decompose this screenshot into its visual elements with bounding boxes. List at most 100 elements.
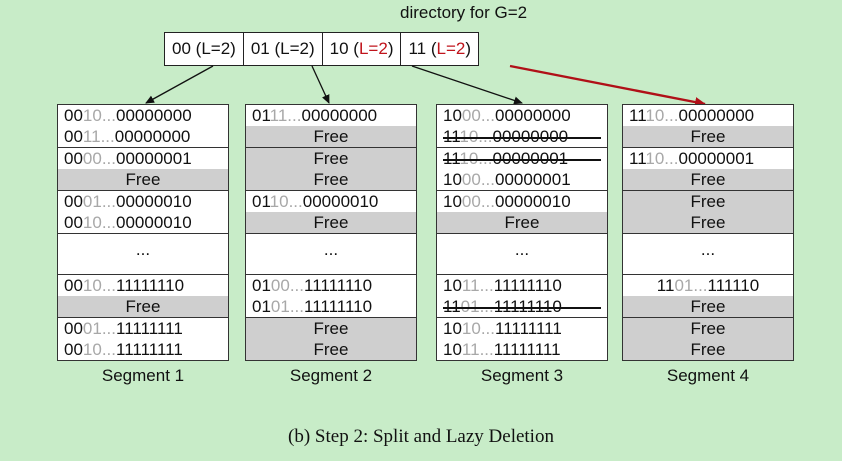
arrow-11-to-segment-4 (509, 64, 706, 107)
segment-label: Segment 1 (101, 366, 185, 385)
free-slot: Free (623, 169, 793, 190)
key-slot: 0011...00000000 (58, 126, 228, 147)
key-suffix: 00000010 (302, 192, 379, 211)
key-faded-bits: 01... (270, 297, 305, 316)
key-prefix: 11 (443, 149, 459, 168)
key-slot: 0000...00000001 (58, 148, 228, 169)
key-prefix: 00 (64, 340, 83, 359)
key-suffix: 00000000 (492, 127, 568, 146)
key-prefix: 01 (252, 276, 271, 295)
key-slot: 1011...11111111 (437, 339, 607, 360)
key-suffix: 00000001 (492, 149, 568, 168)
segment-3: 1000...000000001110...000000001110...000… (436, 104, 608, 387)
key-slot: 1110...00000001 (623, 148, 793, 169)
bucket: ... (58, 233, 228, 274)
strikethrough-line (443, 159, 601, 161)
arrow-00-to-segment-1 (145, 65, 214, 104)
free-slot: Free (623, 318, 793, 339)
strikethrough-line (443, 307, 601, 309)
dir-prefix: 10 (329, 39, 349, 58)
key-slot: 1110...00000000 (623, 105, 793, 126)
dir-paren: ) (230, 39, 236, 58)
key-suffix: 11111111 (116, 319, 183, 338)
segment-box: 1000...000000001110...000000001110...000… (436, 104, 608, 361)
key-suffix: 00000000 (678, 106, 755, 125)
key-suffix: 00000010 (116, 213, 192, 232)
key-suffix: 11111110 (304, 276, 373, 295)
free-slot: Free (623, 339, 793, 360)
key-faded-bits: 11... (461, 276, 494, 295)
key-faded-bits: 01... (674, 276, 708, 295)
key-suffix: 00000001 (678, 149, 755, 168)
key-slot: 0100...11111110 (246, 275, 416, 296)
key-slot: 0010...00000010 (58, 212, 228, 233)
key-prefix: 00 (64, 149, 83, 168)
bucket: ... (246, 233, 416, 274)
key-slot: 0010...00000000 (58, 105, 228, 126)
dir-paren: ( (426, 39, 437, 58)
key-slot: 1010...11111111 (437, 318, 607, 339)
free-slot: Free (246, 126, 416, 147)
key-suffix: 11111110 (493, 276, 562, 295)
key-prefix: 00 (64, 319, 83, 338)
key-faded-bits: 10... (82, 340, 117, 359)
directory-title: directory for G=2 (400, 3, 528, 22)
free-slot: Free (246, 169, 416, 190)
key-faded-bits: 10... (82, 213, 117, 232)
ellipsis: ... (323, 240, 339, 259)
strikethrough-line (443, 137, 601, 139)
key-faded-bits: 11... (269, 106, 302, 125)
key-slot: 1011...11111110 (437, 275, 607, 296)
directory-cell-10: 10 (L=2) (323, 33, 402, 65)
key-faded-bits: 10... (82, 276, 117, 295)
key-suffix: 11111110 (304, 297, 373, 316)
bucket: 1011...111111101101...11111110 (437, 274, 607, 317)
directory-cell-11: 11 (L=2) (401, 33, 478, 65)
key-faded-bits: 01... (82, 319, 117, 338)
local-depth: L=2 (280, 39, 309, 58)
key-faded-bits: 11... (461, 340, 494, 359)
key-slot: 1000...00000001 (437, 169, 607, 190)
key-prefix: 11 (629, 149, 646, 168)
key-prefix: 10 (443, 106, 462, 125)
key-prefix: 11 (443, 297, 461, 316)
ellipsis: ... (514, 240, 530, 259)
key-suffix: 11111110 (494, 297, 562, 316)
key-suffix: 11111110 (116, 276, 185, 295)
free-slot: Free (246, 318, 416, 339)
dir-paren: ( (348, 39, 359, 58)
key-prefix: 10 (443, 170, 462, 189)
dir-paren: ) (465, 39, 472, 58)
key-suffix: 00000000 (116, 106, 192, 125)
dir-prefix: 01 (250, 39, 270, 58)
free-slot: Free (246, 148, 416, 169)
key-slot: 0101...11111110 (246, 296, 416, 317)
key-slot: 0110...00000010 (246, 191, 416, 212)
key-slot: 1000...00000010 (437, 191, 607, 212)
dir-paren: ) (387, 39, 394, 58)
key-slot: 1101...111110 (623, 275, 793, 296)
key-faded-bits: 10... (461, 319, 496, 338)
local-depth: L=2 (358, 39, 388, 58)
key-suffix: 00000010 (116, 192, 192, 211)
free-slot: Free (246, 339, 416, 360)
key-prefix: 10 (443, 192, 462, 211)
free-slot: Free (437, 212, 607, 233)
key-slot: 0001...00000010 (58, 191, 228, 212)
bucket: 1000...000000001110...00000000 (437, 105, 607, 147)
key-faded-bits: 10... (645, 106, 679, 125)
